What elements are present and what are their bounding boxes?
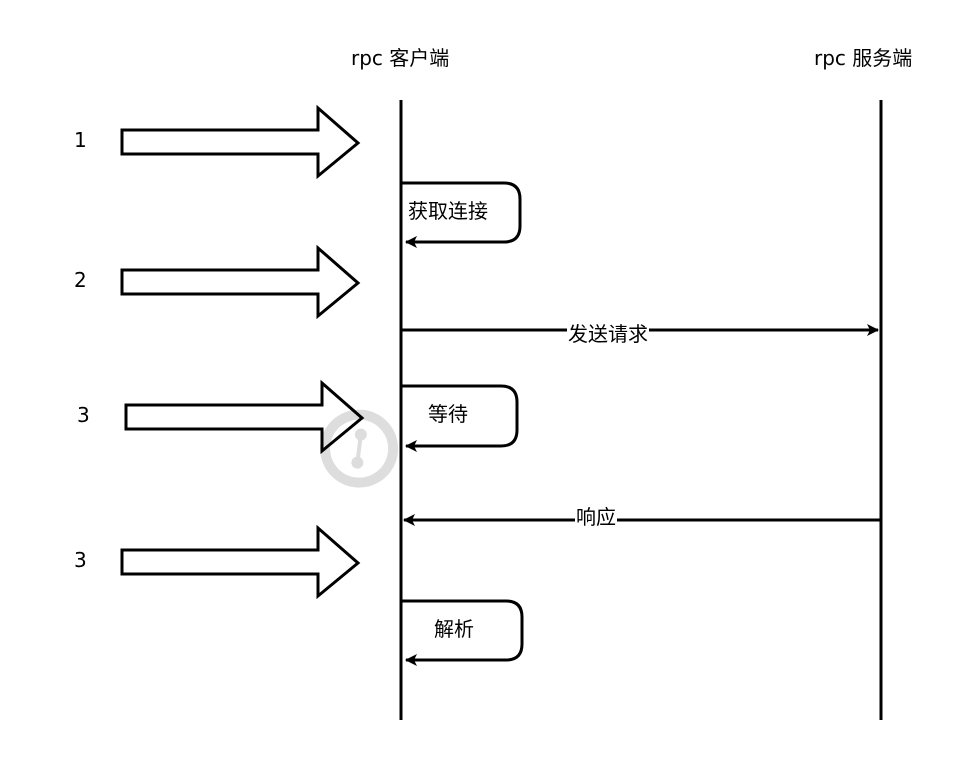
step-4-arrow-icon — [120, 524, 361, 600]
get-connection-label: 获取连接 — [408, 199, 488, 223]
step-1-arrow-icon — [120, 104, 361, 180]
parse-label: 解析 — [434, 617, 474, 641]
step-number-1: 1 — [74, 128, 87, 152]
wait-label: 等待 — [428, 402, 468, 426]
get-connection-self-arrow — [401, 181, 522, 248]
parse-self-arrow — [401, 599, 524, 666]
server-participant-label: rpc 服务端 — [814, 46, 913, 70]
client-participant-label: rpc 客户端 — [351, 46, 450, 70]
step-number-4: 3 — [74, 548, 87, 572]
step-2-arrow-icon — [120, 244, 361, 320]
step-number-2: 2 — [74, 268, 87, 292]
send-request-label: 发送请求 — [567, 322, 649, 346]
step-3-arrow-icon — [124, 379, 365, 455]
wait-self-arrow — [401, 384, 519, 452]
response-label: 响应 — [575, 505, 617, 529]
step-number-3: 3 — [77, 403, 90, 427]
